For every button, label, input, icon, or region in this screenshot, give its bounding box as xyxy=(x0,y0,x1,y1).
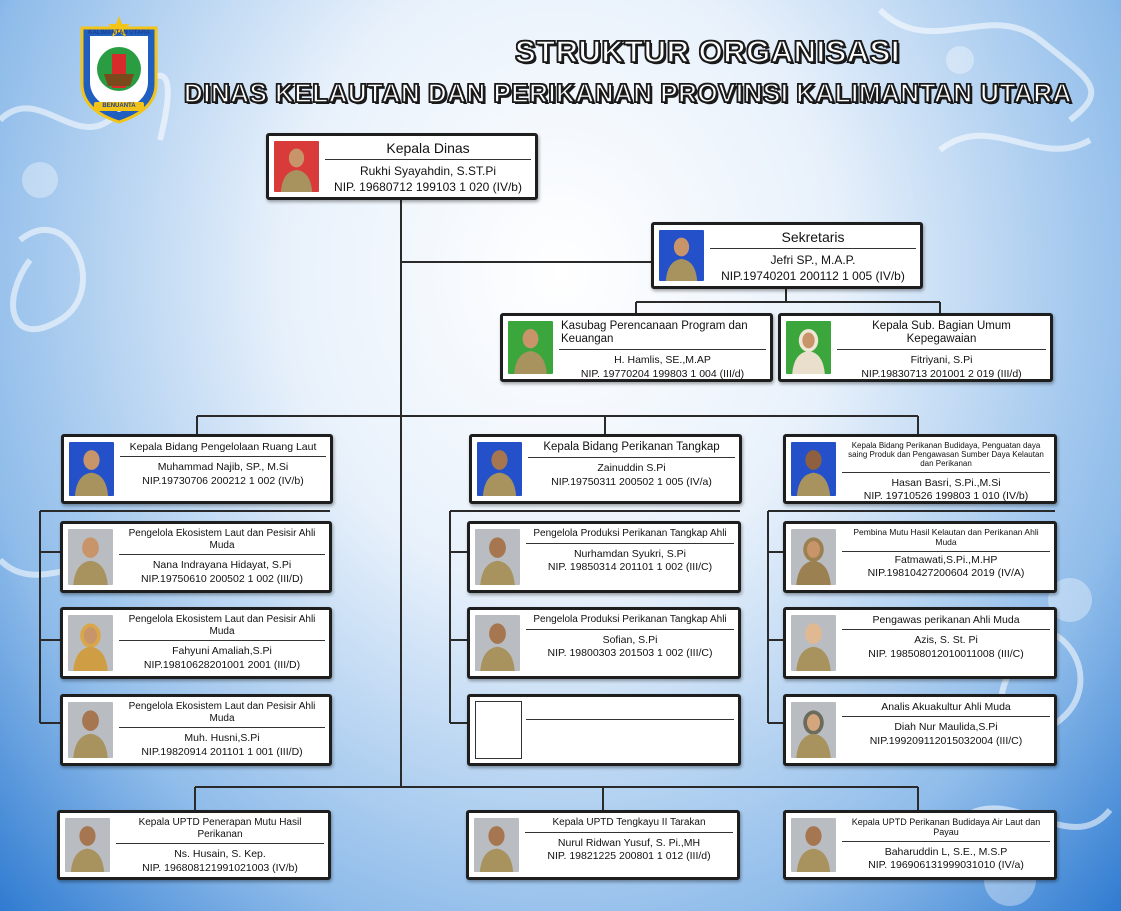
person-name: Fatmawati,S.Pi.,M.HP xyxy=(894,553,998,566)
position-title: Pengelola Produksi Perikanan Tangkap Ahl… xyxy=(526,612,734,630)
card-ruang-laut-staff-1: Pengelola Ekosistem Laut dan Pesisir Ahl… xyxy=(60,521,332,593)
person-name: Azis, S. St. Pi xyxy=(914,634,978,647)
person-nip: NIP. 198508012010011008 (III/C) xyxy=(868,647,1024,660)
person-nip: NIP. 19821225 200801 1 012 (III/d) xyxy=(547,850,711,863)
person-nip: NIP. 19770204 199803 1 004 (III/d) xyxy=(580,368,745,381)
person-photo xyxy=(65,818,110,872)
position-title: Kepala UPTD Penerapan Mutu Hasil Perikan… xyxy=(116,815,324,844)
person-name: Rukhi Syayahdin, S.ST.Pi xyxy=(359,164,497,179)
person-nip: NIP.19750610 200502 1 002 (III/D) xyxy=(140,572,304,585)
position-title: Kepala UPTD Tengkayu II Tarakan xyxy=(525,815,733,833)
card-bidang-tangkap: Kepala Bidang Perikanan Tangkap Zainuddi… xyxy=(469,434,742,504)
card-uptd-tengkayu: Kepala UPTD Tengkayu II Tarakan Nurul Ri… xyxy=(466,810,740,880)
card-uptd-budidaya: Kepala UPTD Perikanan Budidaya Air Laut … xyxy=(783,810,1057,880)
person-photo xyxy=(477,442,522,496)
person-name: Baharuddin L, S.E., M.S.P xyxy=(884,845,1008,858)
person-photo xyxy=(508,321,553,374)
person-name: H. Hamlis, SE.,M.AP xyxy=(614,354,711,367)
chart-subtitle: DINAS KELAUTAN DAN PERIKANAN PROVINSI KA… xyxy=(183,77,1072,109)
position-title: Kepala Bidang Perikanan Budidaya, Pengua… xyxy=(842,439,1050,473)
position-title: Pengelola Produksi Perikanan Tangkap Ahl… xyxy=(526,526,734,544)
position-title: Pembina Mutu Hasil Kelautan dan Perikana… xyxy=(842,526,1050,552)
person-nip: NIP. 19680712 199103 1 020 (IV/b) xyxy=(334,179,522,194)
position-title: Kasubag Perencanaan Program dan Keuangan xyxy=(559,318,766,351)
person-name: Nurhamdan Syukri, S.Pi xyxy=(573,547,687,560)
person-nip: NIP.19730706 200212 1 002 (IV/b) xyxy=(142,474,304,487)
person-name: Sofian, S.Pi xyxy=(602,633,658,646)
person-photo xyxy=(791,529,836,585)
person-nip: NIP. 196906131999031010 (IV/a) xyxy=(868,859,1024,872)
person-photo xyxy=(274,141,319,192)
person-name: Hasan Basri, S.Pi.,M.Si xyxy=(891,476,1001,489)
person-nip: NIP. 19850314 201101 1 002 (III/C) xyxy=(547,561,713,574)
card-sekretaris: Sekretaris Jefri SP., M.A.P. NIP.1974020… xyxy=(651,222,923,289)
photo-placeholder xyxy=(475,701,522,759)
person-nip: NIP. 19710526 199803 1 010 (IV/b) xyxy=(863,490,1029,503)
person-name: Muh. Husni,S.Pi xyxy=(184,732,260,744)
person-name: Zainuddin S.Pi xyxy=(597,462,666,475)
person-name: Diah Nur Maulida,S.Pi xyxy=(894,721,998,734)
card-ruang-laut-staff-2: Pengelola Ekosistem Laut dan Pesisir Ahl… xyxy=(60,607,332,679)
position-title: Pengelola Ekosistem Laut dan Pesisir Ahl… xyxy=(119,526,325,555)
person-name: Nurul Ridwan Yusuf, S. Pi.,MH xyxy=(557,836,701,849)
person-name: Nana Indrayana Hidayat, S.Pi xyxy=(152,559,292,571)
person-photo xyxy=(659,230,704,281)
person-name: Fahyuni Amaliah,S.Pi xyxy=(172,645,272,657)
card-bidang-ruang-laut: Kepala Bidang Pengelolaan Ruang Laut Muh… xyxy=(61,434,333,504)
card-kasubag-program: Kasubag Perencanaan Program dan Keuangan… xyxy=(500,313,773,382)
chart-title: STRUKTUR ORGANISASI xyxy=(514,33,900,70)
person-photo xyxy=(791,615,836,671)
position-title: Kepala Dinas xyxy=(325,138,531,161)
card-tangkap-staff-1: Pengelola Produksi Perikanan Tangkap Ahl… xyxy=(467,521,741,593)
person-name: Jefri SP., M.A.P. xyxy=(770,253,856,268)
person-nip: NIP. 196808121991021003 (IV/b) xyxy=(142,861,298,874)
person-nip: NIP.19740201 200112 1 005 (IV/b) xyxy=(721,268,905,283)
logo-bottom-text: BENUANTA xyxy=(102,103,136,109)
position-title: Pengawas perikanan Ahli Muda xyxy=(842,612,1050,631)
person-photo xyxy=(791,442,836,496)
person-photo xyxy=(786,321,831,374)
person-nip: NIP.19810628201001 2001 (III/D) xyxy=(143,658,301,671)
person-photo xyxy=(791,818,836,872)
card-bidang-budidaya: Kepala Bidang Perikanan Budidaya, Pengua… xyxy=(783,434,1057,504)
person-nip: NIP.199209112015032004 (III/C) xyxy=(869,734,1023,747)
logo-top-text: KALIMANTAN UTARA xyxy=(88,30,150,36)
divider xyxy=(526,719,734,720)
person-photo xyxy=(68,529,113,585)
person-nip: NIP.19820914 201101 1 001 (III/D) xyxy=(141,745,303,758)
card-budidaya-staff-3: Analis Akuakultur Ahli Muda Diah Nur Mau… xyxy=(783,694,1057,766)
position-title: Pengelola Ekosistem Laut dan Pesisir Ahl… xyxy=(119,699,325,728)
card-tangkap-vacant xyxy=(467,694,741,766)
card-budidaya-staff-2: Pengawas perikanan Ahli Muda Azis, S. St… xyxy=(783,607,1057,679)
person-name: Muhammad Najib, SP., M.Si xyxy=(157,461,289,474)
position-title: Sekretaris xyxy=(710,227,916,250)
position-title: Kepala Bidang Perikanan Tangkap xyxy=(528,439,735,459)
person-nip: NIP.19830713 201001 2 019 (III/d) xyxy=(861,368,1022,381)
card-kasubag-umum: Kepala Sub. Bagian Umum Kepegawaian Fitr… xyxy=(778,313,1053,382)
person-photo xyxy=(474,818,519,872)
card-tangkap-staff-2: Pengelola Produksi Perikanan Tangkap Ahl… xyxy=(467,607,741,679)
person-photo xyxy=(68,615,113,671)
card-budidaya-staff-1: Pembina Mutu Hasil Kelautan dan Perikana… xyxy=(783,521,1057,593)
person-name: Fitriyani, S.Pi xyxy=(910,354,973,367)
person-photo xyxy=(475,615,520,671)
position-title: Kepala Bidang Pengelolaan Ruang Laut xyxy=(120,439,326,458)
person-photo xyxy=(475,529,520,585)
card-ruang-laut-staff-3: Pengelola Ekosistem Laut dan Pesisir Ahl… xyxy=(60,694,332,766)
card-uptd-mutu: Kepala UPTD Penerapan Mutu Hasil Perikan… xyxy=(57,810,331,880)
position-title: Pengelola Ekosistem Laut dan Pesisir Ahl… xyxy=(119,612,325,641)
position-title: Analis Akuakultur Ahli Muda xyxy=(842,699,1050,718)
person-photo xyxy=(69,442,114,496)
person-photo xyxy=(791,702,836,758)
province-logo xyxy=(80,16,158,124)
person-nip: NIP. 19800303 201503 1 002 (III/C) xyxy=(547,647,713,660)
person-name: Ns. Husain, S. Kep. xyxy=(174,848,266,860)
card-kepala-dinas: Kepala Dinas Rukhi Syayahdin, S.ST.Pi NI… xyxy=(266,133,538,200)
position-title: Kepala UPTD Perikanan Budidaya Air Laut … xyxy=(842,815,1050,842)
position-title: Kepala Sub. Bagian Umum Kepegawaian xyxy=(837,318,1046,351)
person-photo xyxy=(68,702,113,758)
person-nip: NIP.19810427200604 2019 (IV/A) xyxy=(867,567,1025,580)
person-nip: NIP.19750311 200502 1 005 (IV/a) xyxy=(551,475,712,488)
